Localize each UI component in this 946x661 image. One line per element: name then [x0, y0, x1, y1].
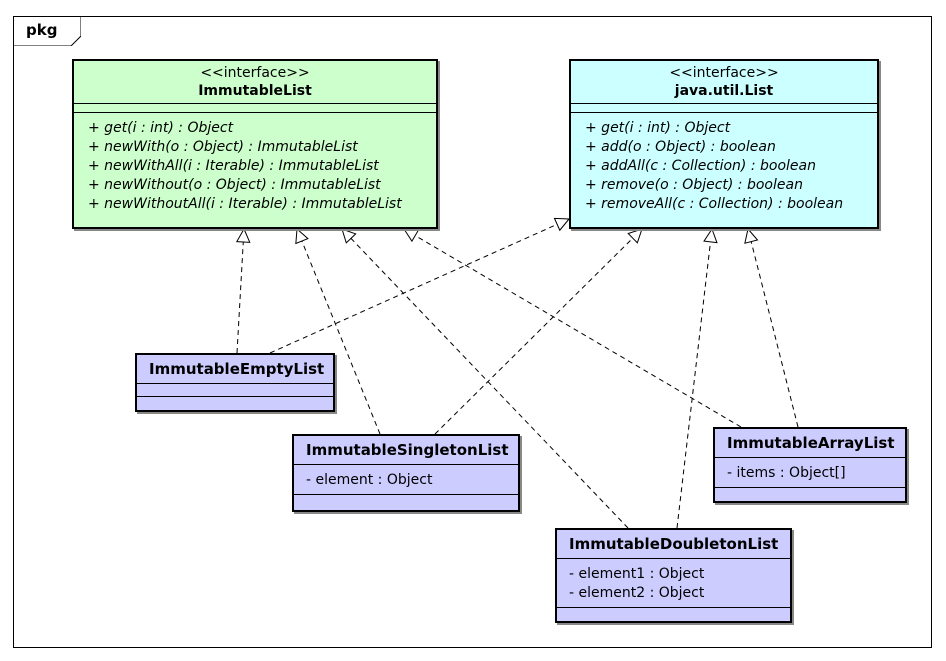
class-name: ImmutableEmptyList [149, 360, 325, 378]
attribute: - element1 : Object [569, 566, 705, 582]
realization-arrowhead [703, 227, 718, 244]
interface-header: <<interface>> java.util.List [571, 61, 877, 104]
operation: + remove(o : Object) : boolean [585, 177, 803, 193]
realization-edge [236, 241, 244, 354]
class-header: ImmutableSingletonList [294, 436, 518, 465]
class-header: ImmutableEmptyList [137, 355, 333, 384]
interface-java-util-list[interactable]: <<interface>> java.util.List + get(i : i… [569, 59, 879, 229]
interface-name: java.util.List [674, 83, 774, 99]
operation-compartment: + get(i : int) : Object + add(o : Object… [571, 113, 877, 218]
class-header: ImmutableArrayList [715, 429, 905, 458]
stereotype-label: <<interface>> [200, 65, 310, 81]
operation: + addAll(c : Collection) : boolean [585, 158, 816, 174]
realization-edge [676, 241, 711, 529]
realization-arrowhead [235, 227, 251, 243]
package-tab [13, 16, 81, 46]
attribute: - items : Object[] [727, 465, 846, 481]
realization-edge [414, 235, 742, 428]
operation: + removeAll(c : Collection) : boolean [585, 196, 844, 212]
realization-edge [269, 223, 558, 354]
operation: + newWithout(o : Object) : ImmutableList [88, 177, 381, 193]
interface-immutable-list[interactable]: <<interface>> ImmutableList + get(i : in… [72, 59, 438, 229]
realization-arrowhead [403, 228, 420, 243]
package-label: pkg [26, 21, 58, 39]
interface-header: <<interface>> ImmutableList [74, 61, 436, 104]
class-immutable-doubleton-list[interactable]: ImmutableDoubletonList - element1 : Obje… [555, 528, 792, 623]
class-header: ImmutableDoubletonList [557, 530, 790, 559]
realization-edge [750, 241, 799, 428]
realization-arrowhead [295, 227, 309, 245]
realization-arrowhead [627, 228, 643, 244]
attribute-compartment: - items : Object[] [715, 458, 905, 488]
attribute-compartment [74, 104, 436, 113]
operation: + add(o : Object) : boolean [585, 139, 776, 155]
operation-compartment [715, 488, 905, 500]
class-immutable-singleton-list[interactable]: ImmutableSingletonList - element : Objec… [292, 434, 520, 512]
operation: + newWithoutAll(i : Iterable) : Immutabl… [88, 196, 402, 212]
operation-compartment [557, 608, 790, 620]
operation: + newWith(o : Object) : ImmutableList [88, 139, 358, 155]
class-name: ImmutableArrayList [727, 434, 895, 452]
attribute: - element2 : Object [569, 585, 705, 601]
class-name: ImmutableDoubletonList [569, 535, 779, 553]
operation-compartment: + get(i : int) : Object + newWith(o : Ob… [74, 113, 436, 218]
operation-compartment [294, 495, 518, 507]
realization-arrowhead [341, 228, 357, 244]
class-name: ImmutableSingletonList [306, 441, 509, 459]
operation: + newWithAll(i : Iterable) : ImmutableLi… [88, 158, 379, 174]
realization-arrowhead [553, 217, 571, 232]
operation-compartment [137, 397, 333, 409]
stereotype-label: <<interface>> [669, 65, 779, 81]
attribute-compartment [571, 104, 877, 113]
operation: + get(i : int) : Object [585, 120, 731, 136]
attribute-compartment: - element : Object [294, 465, 518, 495]
package-frame [13, 16, 932, 648]
realization-edge [350, 238, 629, 529]
class-immutable-array-list[interactable]: ImmutableArrayList - items : Object[] [713, 427, 907, 503]
attribute: - element : Object [306, 472, 433, 488]
realization-arrowhead [744, 227, 759, 244]
attribute-compartment: - element1 : Object - element2 : Object [557, 559, 790, 608]
realization-edge [434, 237, 634, 435]
operation: + get(i : int) : Object [88, 120, 234, 136]
interface-name: ImmutableList [198, 83, 312, 99]
realization-edge [301, 240, 381, 435]
class-immutable-empty-list[interactable]: ImmutableEmptyList [135, 353, 335, 412]
attribute-compartment [137, 384, 333, 397]
